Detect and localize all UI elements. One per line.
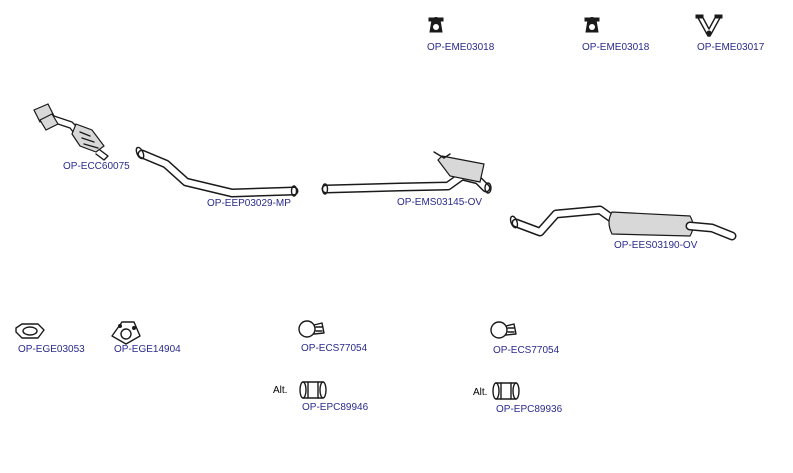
pipe-connector-icon[interactable]	[492, 382, 520, 400]
part-label-gasket-2[interactable]: OP-EGE14904	[114, 344, 181, 355]
part-label-hanger-3[interactable]: OP-EME03017	[697, 42, 765, 53]
clamp-icon[interactable]	[490, 321, 517, 339]
pipe-connector-icon[interactable]	[299, 381, 327, 399]
part-label-rear-silencer[interactable]: OP-EES03190-OV	[614, 240, 698, 251]
v-hanger-icon[interactable]	[695, 14, 723, 37]
part-label-connector-1[interactable]: OP-EPC89946	[302, 402, 369, 413]
part-label-connector-2[interactable]: OP-EPC89936	[496, 404, 563, 415]
part-label-front-pipe[interactable]: OP-EEP03029-MP	[207, 198, 291, 209]
alt-label-connector-1: Alt.	[273, 385, 288, 396]
middle-silencer-icon[interactable]	[321, 151, 492, 195]
catalytic-converter-icon[interactable]	[33, 103, 109, 161]
part-label-clamp-1[interactable]: OP-ECS77054	[301, 343, 368, 354]
clamp-icon[interactable]	[298, 320, 325, 338]
part-label-hanger-2[interactable]: OP-EME03018	[582, 42, 650, 53]
part-label-hanger-1[interactable]: OP-EME03018	[427, 42, 495, 53]
rubber-hanger-icon[interactable]	[584, 17, 600, 33]
gasket-icon[interactable]	[15, 323, 45, 339]
front-pipe-icon[interactable]	[135, 146, 299, 198]
rear-silencer-icon[interactable]	[509, 205, 737, 241]
alt-label-connector-2: Alt.	[473, 387, 488, 398]
part-label-clamp-2[interactable]: OP-ECS77054	[493, 345, 560, 356]
gasket-icon[interactable]	[111, 321, 141, 345]
part-label-middle-silencer[interactable]: OP-EMS03145-OV	[397, 197, 483, 208]
rubber-hanger-icon[interactable]	[428, 17, 444, 33]
part-label-catalytic-converter[interactable]: OP-ECC60075	[63, 161, 130, 172]
part-label-gasket-1[interactable]: OP-EGE03053	[18, 344, 85, 355]
